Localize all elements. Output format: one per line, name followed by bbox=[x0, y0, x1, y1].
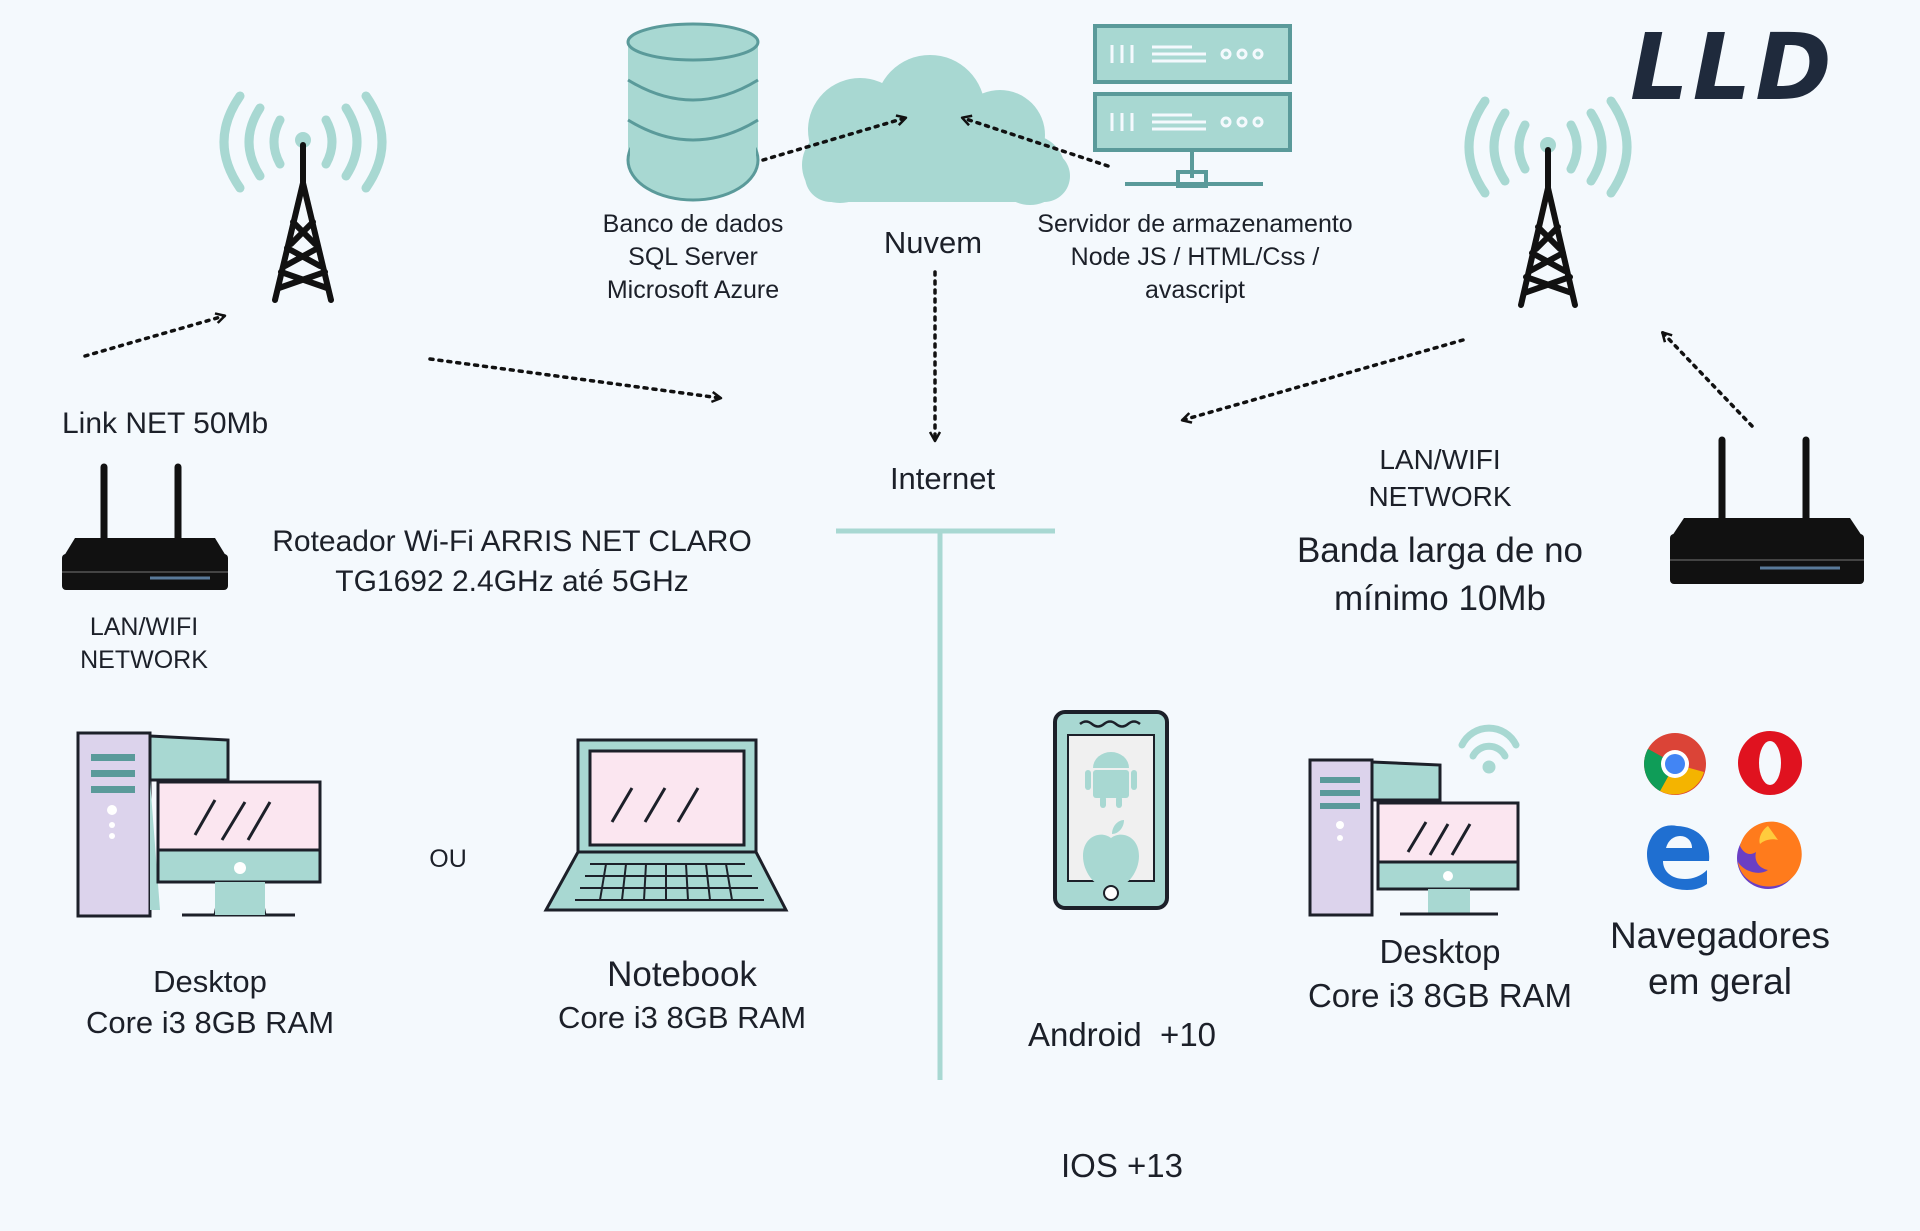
server-label-line: Servidor de armazenamento bbox=[1037, 210, 1353, 238]
arrow-link-to-tower bbox=[83, 316, 224, 358]
database-label: Banco de dados SQL Server Microsoft Azur… bbox=[568, 208, 818, 307]
opera-icon bbox=[1738, 731, 1802, 795]
mobile-line: IOS +13 bbox=[1061, 1146, 1183, 1184]
left-desktop-line: Desktop bbox=[153, 964, 267, 999]
wifi-icon bbox=[1458, 724, 1520, 774]
arrow-tower-to-internet bbox=[428, 357, 720, 398]
right-desktop-line: Desktop bbox=[1379, 933, 1501, 970]
right-network-line: NETWORK bbox=[1368, 480, 1512, 512]
server-label-line: Node JS / HTML/Css / bbox=[1070, 243, 1320, 271]
right-desktop-line: Core i3 8GB RAM bbox=[1307, 976, 1573, 1014]
left-tower-icon bbox=[219, 91, 387, 303]
right-desktop-icon bbox=[1308, 724, 1520, 917]
database-label-line: Banco de dados bbox=[602, 210, 784, 238]
left-network-line: LAN/WIFI bbox=[89, 613, 199, 641]
browsers-line: Navegadores bbox=[1609, 915, 1831, 956]
apple-icon bbox=[1083, 820, 1139, 886]
left-network-label: LAN/WIFI NETWORK bbox=[64, 611, 224, 677]
broadband-label: Banda larga de no mínimo 10Mb bbox=[1260, 527, 1620, 624]
left-desktop-label: Desktop Core i3 8GB RAM bbox=[60, 962, 360, 1044]
notebook-label: Notebook Core i3 8GB RAM bbox=[532, 952, 832, 1039]
arrow-db-to-cloud bbox=[761, 118, 905, 162]
android-icon bbox=[1085, 752, 1137, 808]
router-name-line: TG1692 2.4GHz até 5GHz bbox=[335, 564, 689, 598]
arrow-right-tower-to-internet bbox=[1183, 338, 1465, 420]
lld-logo: LLD bbox=[1630, 14, 1836, 121]
notebook-icon bbox=[543, 738, 789, 912]
link-net-label: Link NET 50Mb bbox=[62, 407, 269, 440]
database-label-line: SQL Server bbox=[628, 243, 758, 271]
edge-icon bbox=[1647, 825, 1710, 890]
broadband-line: Banda larga de no bbox=[1296, 531, 1584, 570]
right-router-icon bbox=[1670, 436, 1864, 584]
server-icon bbox=[1093, 24, 1292, 188]
cloud-icon bbox=[802, 55, 1070, 205]
router-name-line: Roteador Wi-Fi ARRIS NET CLARO bbox=[272, 525, 752, 558]
broadband-line: mínimo 10Mb bbox=[1333, 579, 1547, 619]
notebook-line: Core i3 8GB RAM bbox=[557, 1000, 807, 1036]
left-desktop-line: Core i3 8GB RAM bbox=[85, 1004, 335, 1040]
firefox-icon bbox=[1737, 821, 1802, 889]
browsers-line: em geral bbox=[1648, 961, 1792, 1003]
or-label: OU bbox=[429, 845, 467, 873]
left-desktop-icon bbox=[76, 731, 322, 918]
arrow-router-to-right-tower bbox=[1663, 333, 1754, 428]
phone-icon bbox=[1053, 710, 1169, 910]
arrow-server-to-cloud bbox=[963, 118, 1110, 168]
left-network-line: NETWORK bbox=[80, 646, 208, 674]
left-router-icon bbox=[62, 463, 228, 590]
right-network-line: LAN/WIFI bbox=[1379, 444, 1501, 475]
right-desktop-label: Desktop Core i3 8GB RAM bbox=[1290, 930, 1590, 1017]
server-label: Servidor de armazenamento Node JS / HTML… bbox=[1010, 208, 1380, 307]
chrome-icon bbox=[1644, 733, 1706, 795]
browsers-label: Navegadores em geral bbox=[1590, 913, 1850, 1006]
cloud-label: Nuvem bbox=[883, 225, 983, 260]
right-tower-icon bbox=[1464, 96, 1632, 308]
database-label-line: Microsoft Azure bbox=[606, 276, 780, 304]
router-name-label: Roteador Wi-Fi ARRIS NET CLARO TG1692 2.… bbox=[262, 522, 762, 601]
internet-label: Internet bbox=[889, 461, 996, 496]
right-network-label: LAN/WIFI NETWORK bbox=[1340, 442, 1540, 516]
server-label-line: avascript bbox=[1144, 276, 1246, 304]
mobile-label: Android +10 IOS +13 bbox=[1002, 926, 1242, 1231]
diagram-canvas bbox=[62, 22, 1864, 1080]
mobile-line: Android +10 bbox=[1027, 1016, 1217, 1054]
notebook-line: Notebook bbox=[607, 955, 757, 994]
database-icon bbox=[626, 22, 760, 202]
